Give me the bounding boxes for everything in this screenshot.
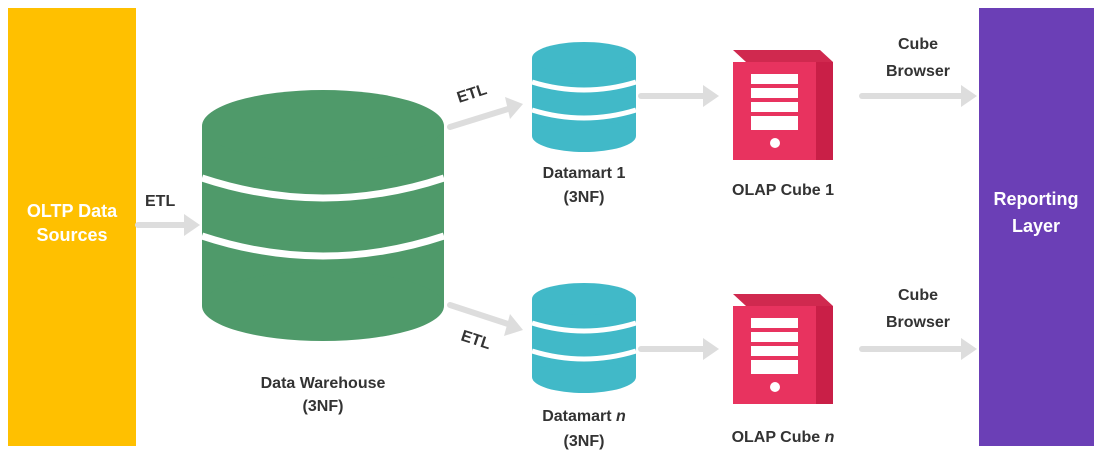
olap-cube-1-label: OLAP Cube 1 — [732, 182, 834, 199]
data-warehouse-label-line2: (3NF) — [303, 398, 344, 415]
datamart-n-to-olap-cube-n-arrow — [638, 338, 719, 360]
etl-arrow-to-datamart-n — [447, 302, 523, 336]
datamart-1-to-olap-cube-1-arrow — [638, 85, 719, 107]
cube-browser-arrow-top — [859, 85, 977, 107]
etl-label-to-warehouse: ETL — [145, 193, 175, 210]
cube-browser-bottom-label-line1: Cube — [898, 287, 938, 304]
olap-cube-n-server-icon — [733, 294, 833, 404]
etl-arrow-to-datamart-1 — [447, 97, 523, 130]
olap-cube-n-label-italic: n — [825, 429, 835, 446]
olap-cube-1-server-icon — [733, 50, 833, 160]
reporting-layer-panel — [979, 8, 1094, 446]
datamart-1-label-line2: (3NF) — [564, 189, 605, 206]
datamart-n-label-prefix: Datamart — [542, 408, 616, 425]
cube-browser-arrow-bottom — [859, 338, 977, 360]
datamart-1-label-line1: Datamart 1 — [543, 165, 626, 182]
oltp-data-sources-label-line1: OLTP Data — [27, 201, 118, 221]
olap-cube-n-label-prefix: OLAP Cube — [732, 429, 825, 446]
etl-label-to-datamart-n: ETL — [459, 328, 493, 354]
oltp-data-sources-panel — [8, 8, 136, 446]
cube-browser-top-label-line2: Browser — [886, 63, 950, 80]
etl-arrow-to-warehouse — [135, 214, 200, 236]
etl-label-to-datamart-1: ETL — [455, 81, 489, 107]
reporting-layer-label-line1: Reporting — [994, 189, 1079, 209]
cube-browser-top-label-line1: Cube — [898, 36, 938, 53]
datamart-n-label-italic: n — [616, 408, 626, 425]
datamart-1-database-icon — [531, 42, 637, 152]
reporting-layer-label-line2: Layer — [1012, 216, 1060, 236]
datamart-n-label-line1: Datamart n — [542, 408, 626, 425]
cube-browser-bottom-label-line2: Browser — [886, 314, 950, 331]
datamart-n-database-icon — [531, 283, 637, 393]
data-warehouse-label-line1: Data Warehouse — [261, 375, 386, 392]
data-warehouse-database-icon — [200, 90, 446, 341]
olap-cube-n-label: OLAP Cube n — [732, 429, 835, 446]
oltp-data-sources-label-line2: Sources — [36, 225, 107, 245]
datamart-n-label-line2: (3NF) — [564, 433, 605, 450]
